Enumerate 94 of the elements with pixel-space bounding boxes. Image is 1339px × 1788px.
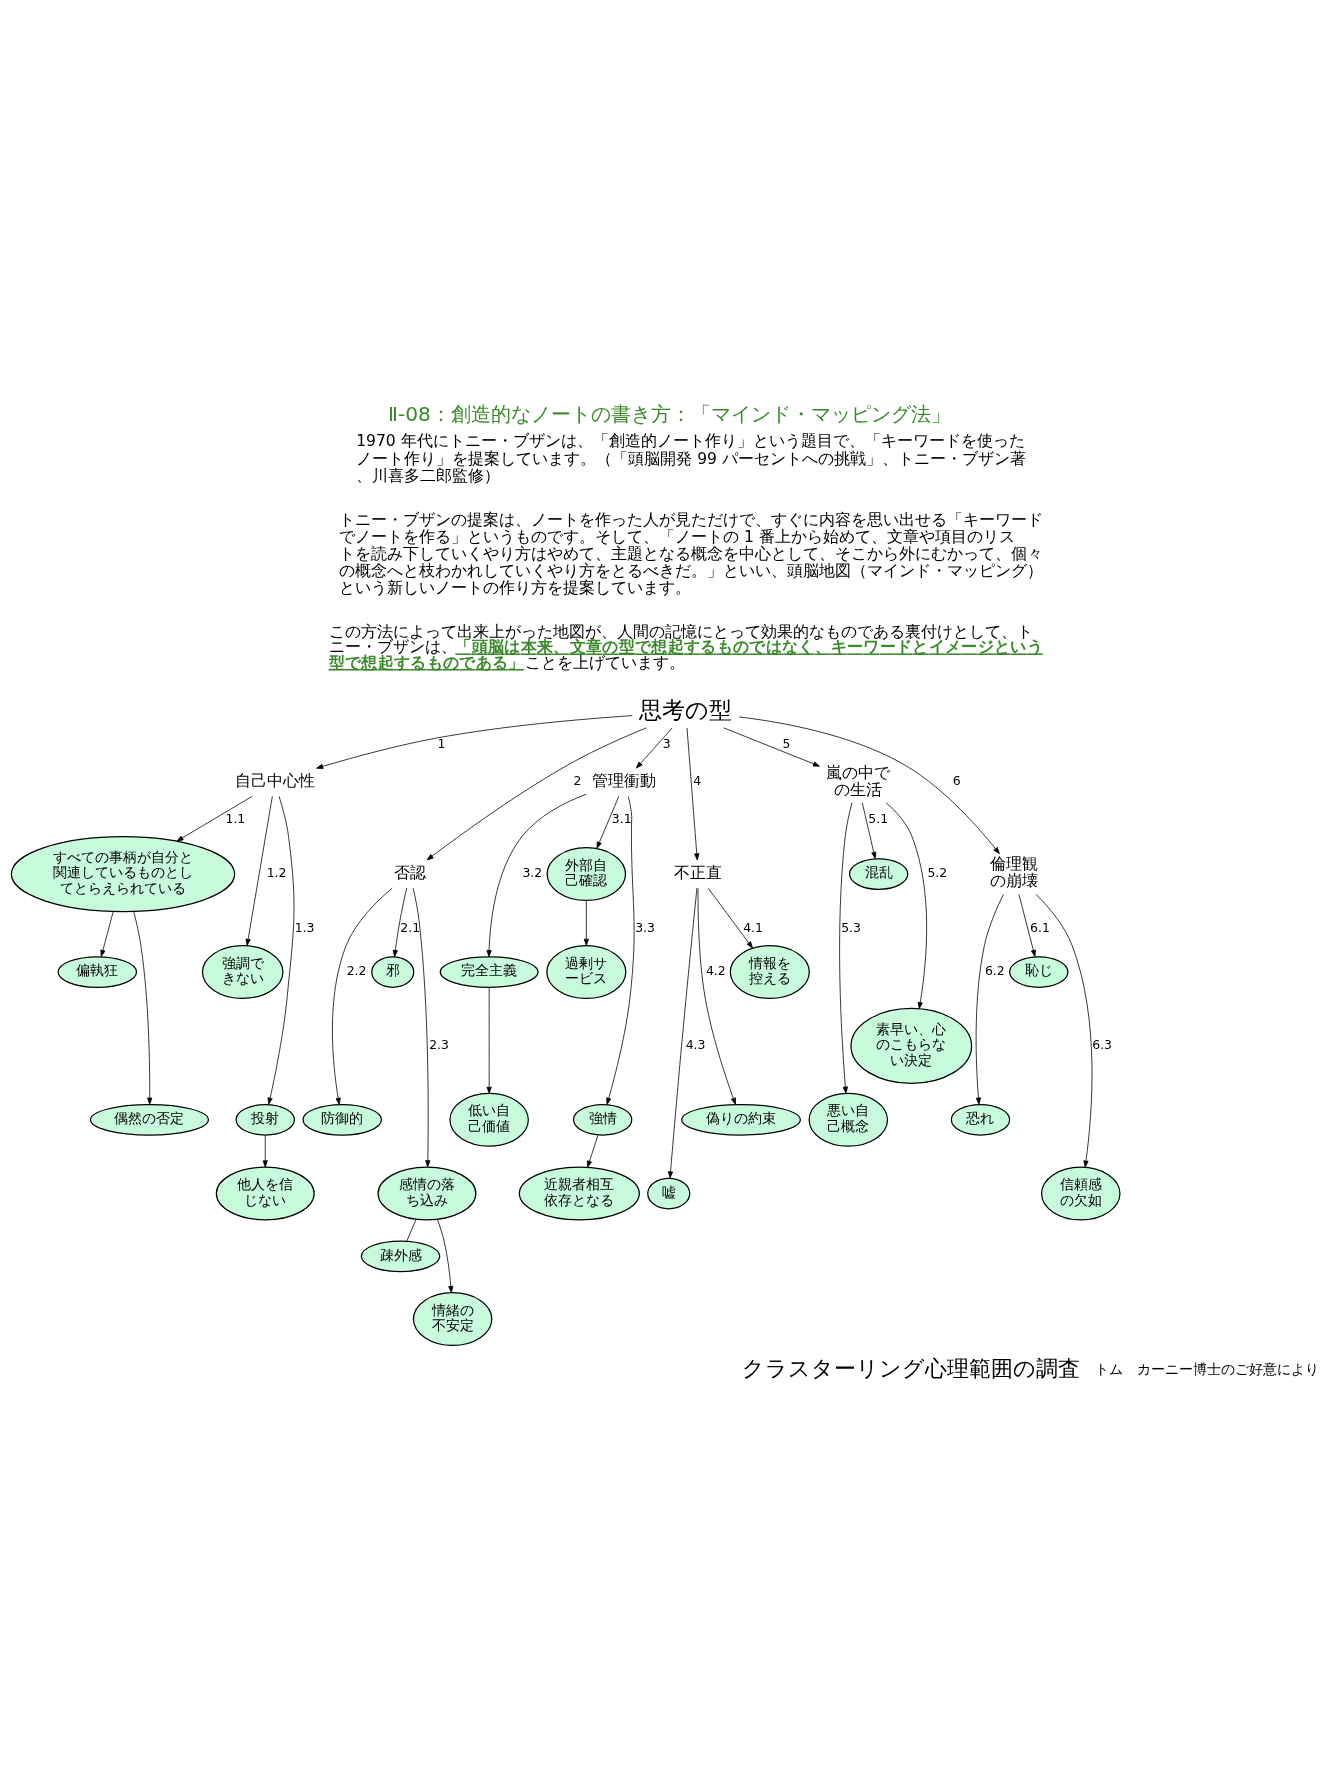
arrow bbox=[332, 887, 393, 1105]
arrow bbox=[587, 1134, 599, 1168]
node-ellipse: 近親者相互依存となる bbox=[518, 1166, 640, 1221]
node-ellipse: 他人を信じない bbox=[215, 1166, 315, 1221]
node-text: 不正直 bbox=[674, 863, 723, 882]
diagram-title: Ⅱ-08：創造的なノートの書き方：「マインド・マッピング法」 bbox=[388, 402, 951, 427]
edge-label: 2.1 bbox=[400, 919, 421, 935]
edge-label: 2.2 bbox=[346, 962, 367, 978]
node-ellipse: 恐れ bbox=[950, 1103, 1011, 1136]
node-ellipse: 信頼感の欠如 bbox=[1040, 1166, 1121, 1221]
node-ellipse: 素早い、心のこもらない決定 bbox=[850, 1007, 973, 1084]
edge-label: 4 bbox=[693, 773, 702, 789]
node-ellipse: 強調できない bbox=[201, 945, 284, 999]
node-ellipse: 恥じ bbox=[1009, 956, 1069, 988]
node-text: 否認 bbox=[393, 863, 426, 882]
node-ellipse: 強情 bbox=[572, 1103, 633, 1136]
arrow bbox=[133, 910, 153, 1105]
arrow bbox=[839, 802, 853, 1094]
arrow bbox=[412, 887, 431, 1168]
arrow bbox=[486, 987, 492, 1094]
edge-label: 5.3 bbox=[841, 919, 861, 935]
label: 1970 年代にトニー・ブザンは、「創造的ノート作り」という題目で、「キーワードを使ったノート作り」を提案しています。（「頭脳開発 99 パーセントへの挑戦」、トニー・ブザン著、川喜多二郎監修） bbox=[356, 432, 1026, 485]
node-ellipse: 疎外感 bbox=[360, 1240, 441, 1273]
edge-label: 6.2 bbox=[984, 962, 1005, 978]
edge-label: 5 bbox=[782, 735, 791, 751]
edge-label: 1.2 bbox=[266, 865, 287, 881]
node-ellipse: 邪 bbox=[371, 956, 415, 988]
edge-label: 5.1 bbox=[868, 810, 889, 826]
node-text: 思考の型 bbox=[639, 695, 733, 723]
arrow bbox=[975, 893, 1004, 1105]
edge-label: 4.2 bbox=[705, 962, 726, 978]
label: トニー・ブザンの提案は、ノートを作った人が見ただけで、すぐに内容を思い出せる「キーワードでノートを作る」というものです。そして、「ノートの 1 番上から始めて、文章や項目のリストを読み下していくやり方はやめて、主題となる概念を中心として、そこから外にむかって、個々の概念へと枝わかれしていくやり方をとるべきだ。」といい、頭脳地図（マインド・マッピング）という新しいノートの作り方を提案しています。 bbox=[339, 510, 1044, 598]
arrow bbox=[486, 793, 587, 957]
arrow bbox=[392, 887, 408, 958]
node-ellipse: 偶然の否定 bbox=[89, 1103, 209, 1136]
edge-label: 3.3 bbox=[635, 919, 655, 935]
arrow bbox=[316, 715, 633, 769]
edge-label: 2.3 bbox=[429, 1036, 449, 1052]
arrow bbox=[686, 727, 700, 861]
arrow bbox=[723, 727, 820, 767]
arrow bbox=[596, 795, 620, 849]
arrow bbox=[262, 1135, 268, 1168]
node-text: 倫理観の崩壊 bbox=[989, 855, 1038, 891]
node-ellipse: 投射 bbox=[235, 1103, 295, 1136]
arrow bbox=[176, 795, 253, 842]
edge-label: 5.2 bbox=[927, 865, 948, 881]
node-ellipse: 偽りの約束 bbox=[681, 1103, 801, 1136]
edge-label: 1 bbox=[437, 735, 446, 751]
node-ellipse: 感情の落ち込み bbox=[377, 1166, 477, 1221]
label: トム カーニー博士のご好意により bbox=[1094, 1361, 1319, 1378]
arrow bbox=[426, 727, 647, 861]
edge-label: 4.3 bbox=[685, 1036, 706, 1052]
arrow bbox=[606, 796, 635, 1105]
arrow bbox=[697, 887, 736, 1105]
arrow bbox=[707, 887, 753, 949]
node-ellipse: 外部自己確認 bbox=[546, 847, 627, 901]
arrow bbox=[861, 802, 877, 859]
label: この方法によって出来上がった地図が、人間の記憶にとって効果的なものである裏付けとして、トニー・ブザンは、「頭脳は本来、文章の型で想起するものではなく、キーワードとイメージという型で想起するものである」ことを上げています。 bbox=[328, 622, 1043, 672]
edge-label: 3 bbox=[662, 735, 671, 751]
edge-label: 6 bbox=[952, 773, 961, 789]
arrow bbox=[437, 1219, 454, 1293]
node-ellipse: 偏執狂 bbox=[57, 956, 138, 988]
node-ellipse: 過剰サービス bbox=[546, 945, 627, 999]
caption: クラスターリング心理範囲の調査 bbox=[742, 1356, 1081, 1382]
arrow bbox=[100, 911, 114, 957]
edge-label: 1.1 bbox=[225, 810, 246, 826]
edge-label: 6.3 bbox=[1092, 1036, 1113, 1052]
arrow bbox=[635, 727, 673, 769]
edge-label: 3.1 bbox=[611, 810, 632, 826]
node-ellipse: 完全主義 bbox=[439, 956, 539, 988]
connector bbox=[406, 1219, 417, 1242]
node-ellipse: 情緒の不安定 bbox=[412, 1292, 493, 1347]
edge-label: 2 bbox=[573, 773, 582, 789]
node-ellipse: 情報を控える bbox=[729, 945, 810, 999]
node-ellipse: 嘘 bbox=[647, 1177, 691, 1210]
node-text: 嵐の中での生活 bbox=[825, 763, 890, 799]
node-text: 自己中心性 bbox=[234, 772, 315, 791]
arrow bbox=[1018, 893, 1036, 957]
arrow bbox=[667, 887, 698, 1179]
node-text: 管理衝動 bbox=[592, 772, 657, 791]
edge-label: 4.1 bbox=[743, 919, 763, 935]
node-ellipse: 混乱 bbox=[848, 858, 909, 890]
node-ellipse: 防御的 bbox=[302, 1103, 383, 1136]
node-ellipse: 低い自己価値 bbox=[449, 1092, 529, 1147]
arrow bbox=[267, 795, 295, 1105]
arrow bbox=[245, 795, 273, 946]
arrow bbox=[583, 900, 589, 946]
arrow bbox=[1035, 894, 1093, 1168]
arrow bbox=[738, 716, 1000, 855]
edge-label: 1.3 bbox=[294, 919, 315, 935]
edge-label: 3.2 bbox=[522, 865, 543, 881]
arrow bbox=[885, 802, 928, 1010]
edge-label: 6.1 bbox=[1030, 919, 1050, 935]
node-ellipse: 悪い自己概念 bbox=[808, 1092, 889, 1147]
